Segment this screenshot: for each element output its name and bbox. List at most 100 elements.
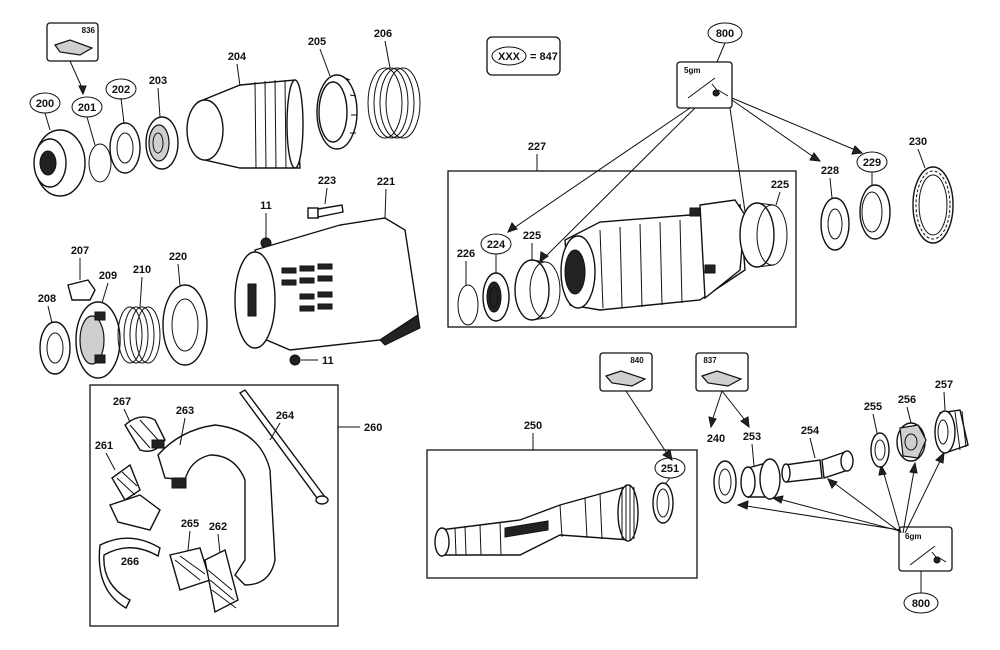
- part-263[interactable]: 263: [157, 405, 276, 586]
- label-264: 264: [276, 410, 295, 422]
- label-254: 254: [801, 425, 820, 437]
- part-223[interactable]: 223: [307, 175, 344, 219]
- label-210: 210: [133, 264, 151, 276]
- grease-bottom-amount: 6gm: [905, 532, 921, 541]
- kit-840-icon: [604, 370, 647, 387]
- part-254[interactable]: 254: [781, 425, 854, 483]
- part-221[interactable]: 221: [234, 176, 421, 351]
- part-250-spindle[interactable]: [434, 484, 639, 557]
- label-209: 209: [99, 270, 117, 282]
- kit-836[interactable]: 836: [46, 22, 99, 96]
- part-225-left[interactable]: 225: [514, 230, 561, 321]
- label-261: 261: [95, 440, 113, 452]
- label-11b: 11: [322, 355, 334, 367]
- label-204: 204: [228, 51, 247, 63]
- part-265[interactable]: 265: [169, 518, 211, 591]
- part-229[interactable]: 229: [856, 151, 891, 240]
- kit-837-label: 837: [703, 356, 717, 365]
- label-223: 223: [318, 175, 336, 187]
- part-266[interactable]: 266: [98, 537, 161, 609]
- grease-top: 800 5gm: [676, 22, 743, 109]
- part-261[interactable]: 261: [95, 440, 161, 531]
- part-257[interactable]: 257: [934, 379, 969, 454]
- kit-837-leaders: [708, 390, 750, 429]
- assembly-250-box: 250: [426, 420, 698, 579]
- grease-top-amount: 5gm: [684, 66, 700, 75]
- part-262[interactable]: 262: [204, 521, 239, 614]
- part-256[interactable]: 256: [896, 394, 927, 462]
- legend-equals: = 847: [530, 51, 558, 63]
- label-11a: 11: [260, 200, 272, 212]
- label-221: 221: [377, 176, 395, 188]
- kit-840[interactable]: 840: [599, 352, 653, 392]
- part-201[interactable]: 201: [71, 96, 112, 183]
- kit-837-icon: [700, 370, 743, 387]
- label-227: 227: [528, 141, 546, 153]
- assembly-227-box: 227: [447, 141, 797, 328]
- label-202: 202: [112, 84, 130, 96]
- label-255: 255: [864, 401, 882, 413]
- part-209[interactable]: 209: [75, 270, 121, 379]
- part-255[interactable]: 255: [864, 401, 890, 468]
- part-226[interactable]: 226: [457, 248, 479, 326]
- part-220[interactable]: 220: [162, 251, 208, 366]
- label-201: 201: [78, 102, 96, 114]
- label-206: 206: [374, 28, 392, 40]
- label-220: 220: [169, 251, 187, 263]
- label-250: 250: [524, 420, 542, 432]
- label-229: 229: [863, 157, 881, 169]
- label-263: 263: [176, 405, 194, 417]
- part-251[interactable]: 251: [652, 457, 686, 524]
- grease-bottom-callout: 800: [912, 598, 930, 610]
- label-267: 267: [113, 396, 131, 408]
- part-253[interactable]: 253: [740, 431, 781, 500]
- label-208: 208: [38, 293, 56, 305]
- grease-top-leaders: [507, 97, 864, 264]
- legend-box: XXX = 847: [486, 36, 561, 76]
- part-208[interactable]: 208: [38, 293, 71, 375]
- housing-vents: [247, 263, 333, 317]
- label-256: 256: [898, 394, 916, 406]
- label-230: 230: [909, 136, 927, 148]
- grease-bottom: 6gm 800: [898, 526, 953, 614]
- label-257: 257: [935, 379, 953, 391]
- part-203[interactable]: 203: [145, 75, 179, 170]
- legend-symbol: XXX: [498, 51, 521, 63]
- label-205: 205: [308, 36, 326, 48]
- part-230[interactable]: 230: [909, 136, 954, 244]
- label-228: 228: [821, 165, 839, 177]
- part-228[interactable]: 228: [820, 165, 850, 251]
- kit-840-label: 840: [630, 356, 644, 365]
- part-264[interactable]: 264: [238, 389, 329, 505]
- part-240[interactable]: 240: [707, 433, 737, 504]
- kit-836-arrow: [78, 85, 87, 96]
- part-204[interactable]: 204: [186, 51, 304, 169]
- part-11-top[interactable]: 11: [260, 200, 272, 249]
- label-240: 240: [707, 433, 725, 445]
- kit-837[interactable]: 837: [695, 352, 749, 392]
- part-225-right[interactable]: 225: [739, 179, 789, 268]
- label-207: 207: [71, 245, 89, 257]
- label-251: 251: [661, 463, 679, 475]
- label-265: 265: [181, 518, 199, 530]
- label-266: 266: [121, 556, 139, 568]
- motor-housing-227[interactable]: [560, 199, 746, 311]
- part-224[interactable]: 224: [480, 233, 512, 322]
- kit-840-leader: [625, 390, 673, 461]
- part-11-bottom[interactable]: 11: [289, 354, 334, 367]
- grease-top-callout: 800: [716, 28, 734, 40]
- kit-836-label: 836: [82, 26, 96, 35]
- kit-836-leader: [69, 60, 84, 91]
- part-210[interactable]: 210: [117, 264, 161, 364]
- part-202[interactable]: 202: [105, 78, 141, 174]
- label-200: 200: [36, 98, 54, 110]
- part-267[interactable]: 267: [113, 396, 166, 452]
- label-262: 262: [209, 521, 227, 533]
- part-206[interactable]: 206: [367, 28, 421, 139]
- part-200[interactable]: 200: [29, 92, 86, 197]
- part-207[interactable]: 207: [67, 245, 96, 301]
- label-225a: 225: [523, 230, 541, 242]
- assembly-260-box: 260: [89, 384, 382, 627]
- grease-gun-icon: [687, 77, 729, 99]
- part-205[interactable]: 205: [308, 36, 358, 150]
